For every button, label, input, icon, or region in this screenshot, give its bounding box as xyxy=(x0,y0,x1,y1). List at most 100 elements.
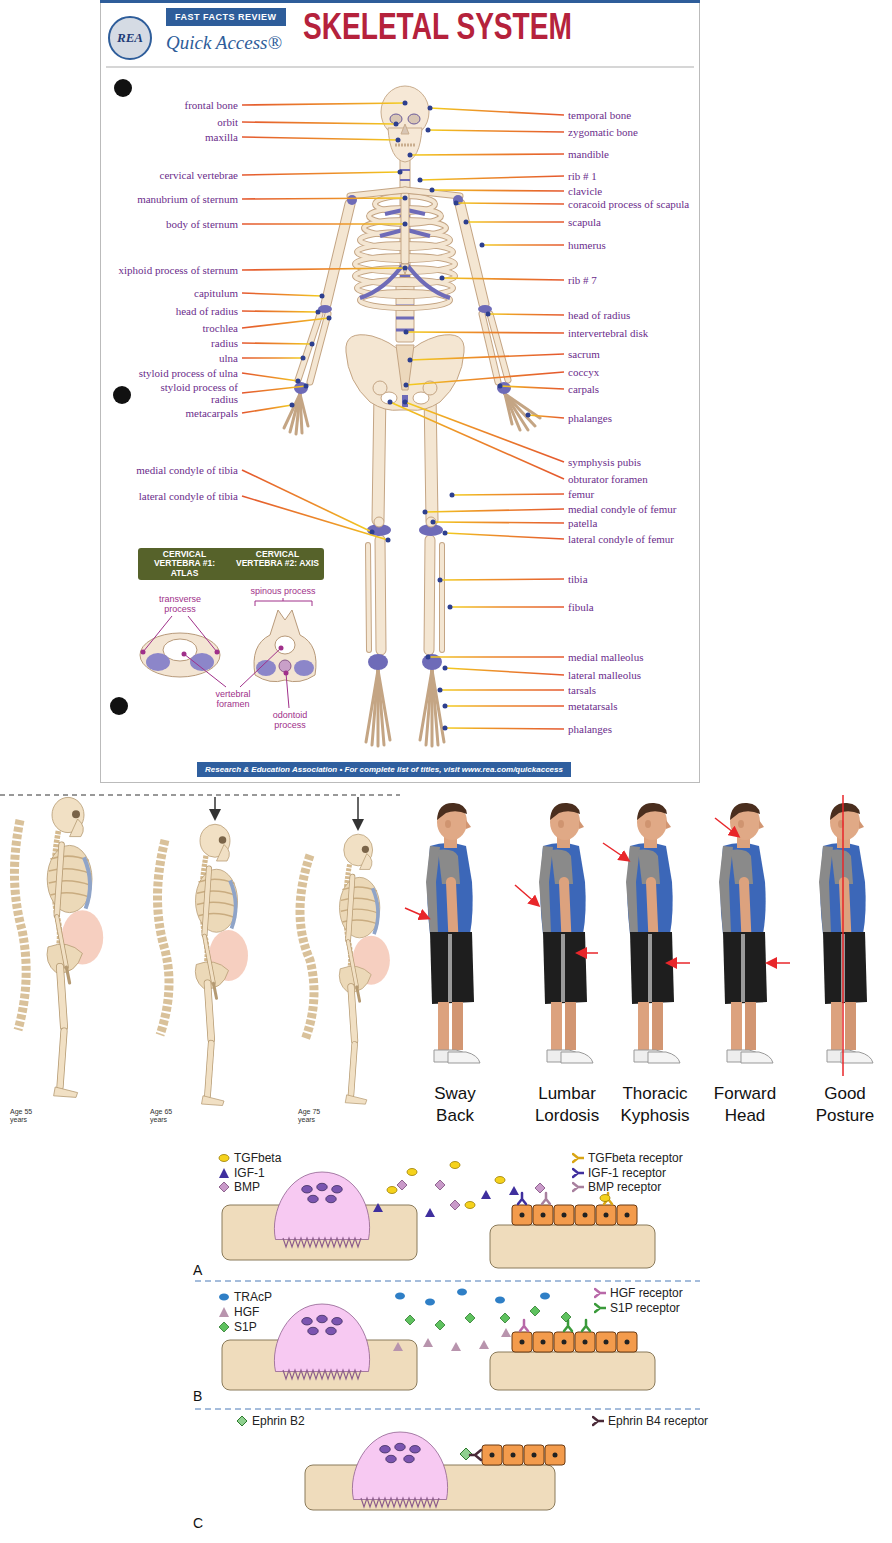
leader-dot xyxy=(388,400,393,405)
leader-line xyxy=(433,522,564,523)
leader-line xyxy=(242,137,398,140)
legend-text: TGFbeta receptor xyxy=(588,1151,683,1165)
leader-dot xyxy=(310,342,315,347)
leader-line xyxy=(482,244,564,246)
bone-label: fibula xyxy=(568,601,594,613)
leader-line xyxy=(242,198,405,199)
node-text: CERVICAL VERTEBRA #1: ATLAS xyxy=(138,550,231,578)
bone-label: styloid process of radius xyxy=(156,381,238,405)
posture-caption: Lumbar Lordosis xyxy=(535,1083,599,1127)
legend-symbol xyxy=(218,1291,230,1303)
legend-symbol xyxy=(594,1302,606,1314)
node-text: CERVICAL VERTEBRA #2: AXIS xyxy=(231,550,324,578)
leader-dot xyxy=(386,538,391,543)
leader-dot xyxy=(408,358,413,363)
leader-line xyxy=(410,354,564,360)
leader-dot xyxy=(426,128,431,133)
bone-label: zygomatic bone xyxy=(568,126,638,138)
leader-line xyxy=(242,223,405,225)
leader-dot xyxy=(428,106,433,111)
part-label: odontoid process xyxy=(263,710,318,730)
leader-dot xyxy=(398,170,403,175)
bone-label: cervical vertebrae xyxy=(160,169,238,181)
leader-dot xyxy=(304,384,309,389)
leader-dot xyxy=(327,316,332,321)
leader-dot xyxy=(408,153,413,158)
leader-dot xyxy=(423,510,428,515)
bone-label: rib # 1 xyxy=(568,170,597,182)
part-label: spinous process xyxy=(250,586,315,596)
legend-symbol xyxy=(218,1181,230,1193)
leader-dot xyxy=(526,413,531,418)
bone-label: intervertebral disk xyxy=(568,327,648,339)
leader-line xyxy=(406,372,564,385)
leader-line xyxy=(242,318,329,328)
leader-line xyxy=(420,176,564,180)
leader-dot xyxy=(403,266,408,271)
bone-label: ulna xyxy=(219,352,238,364)
legend-symbol xyxy=(218,1321,230,1333)
bone-label: coccyx xyxy=(568,366,599,378)
leader-line xyxy=(242,103,405,105)
leader-line xyxy=(242,268,405,270)
legend-symbol xyxy=(218,1167,230,1179)
bone-label: body of sternum xyxy=(166,218,238,230)
legend-text: S1P receptor xyxy=(610,1301,680,1315)
legend-symbol xyxy=(592,1415,604,1427)
leader-line xyxy=(445,728,564,729)
bone-label: manubrium of sternum xyxy=(137,193,238,205)
bone-label: rib # 7 xyxy=(568,274,597,286)
series-badge: FAST FACTS REVIEW xyxy=(166,8,286,26)
leader-dot xyxy=(498,384,503,389)
bone-label: carpals xyxy=(568,383,599,395)
bone-label: temporal bone xyxy=(568,109,631,121)
leader-line xyxy=(456,203,564,204)
legend-text: IGF-1 xyxy=(234,1166,265,1180)
bone-label: scapula xyxy=(568,216,601,228)
leader-dot xyxy=(404,383,409,388)
bone-label: patella xyxy=(568,517,597,529)
leader-dot xyxy=(443,726,448,731)
logo-badge: REA xyxy=(108,16,152,60)
age-label: Age 55 years xyxy=(10,1108,40,1124)
leader-line xyxy=(488,314,564,315)
legend-text: TGFbeta xyxy=(234,1151,281,1165)
bone-label: head of radius xyxy=(176,305,238,317)
leader-dot xyxy=(443,531,448,536)
bone-label: phalanges xyxy=(568,412,612,424)
bone-label: trochlea xyxy=(203,322,238,334)
leader-line xyxy=(425,509,564,512)
leader-dot xyxy=(394,122,399,127)
legend-symbol xyxy=(572,1167,584,1179)
leader-line xyxy=(242,311,318,312)
bone-label: maxilla xyxy=(205,131,238,143)
leader-dot xyxy=(486,312,491,317)
leader-dot xyxy=(454,201,459,206)
leader-line xyxy=(242,343,312,344)
leader-dot xyxy=(296,379,301,384)
leader-dot xyxy=(403,222,408,227)
leader-line xyxy=(242,122,396,124)
bone-label: coracoid process of scapula xyxy=(568,198,689,210)
leader-dot xyxy=(443,666,448,671)
node-text: REA xyxy=(117,30,143,46)
bone-label: mandible xyxy=(568,148,609,160)
bone-label: sacrum xyxy=(568,348,600,360)
leader-line xyxy=(466,221,564,223)
bone-label: radius xyxy=(211,337,238,349)
bone-label: medial malleolus xyxy=(568,651,643,663)
leader-dot xyxy=(448,605,453,610)
legend-text: Ephrin B4 receptor xyxy=(608,1414,708,1428)
panel-letter: A xyxy=(193,1262,202,1278)
leader-line xyxy=(242,386,306,393)
leader-line xyxy=(242,172,400,175)
leader-dot xyxy=(440,276,445,281)
bone-label: medial condyle of tibia xyxy=(136,464,238,476)
leader-line xyxy=(428,130,564,132)
bone-label: lateral condyle of tibia xyxy=(139,490,238,502)
legend-text: HGF xyxy=(234,1305,259,1319)
leader-line xyxy=(445,668,564,675)
bone-label: lateral condyle of femur xyxy=(568,533,674,545)
leader-dot xyxy=(290,403,295,408)
leader-line xyxy=(428,656,564,658)
